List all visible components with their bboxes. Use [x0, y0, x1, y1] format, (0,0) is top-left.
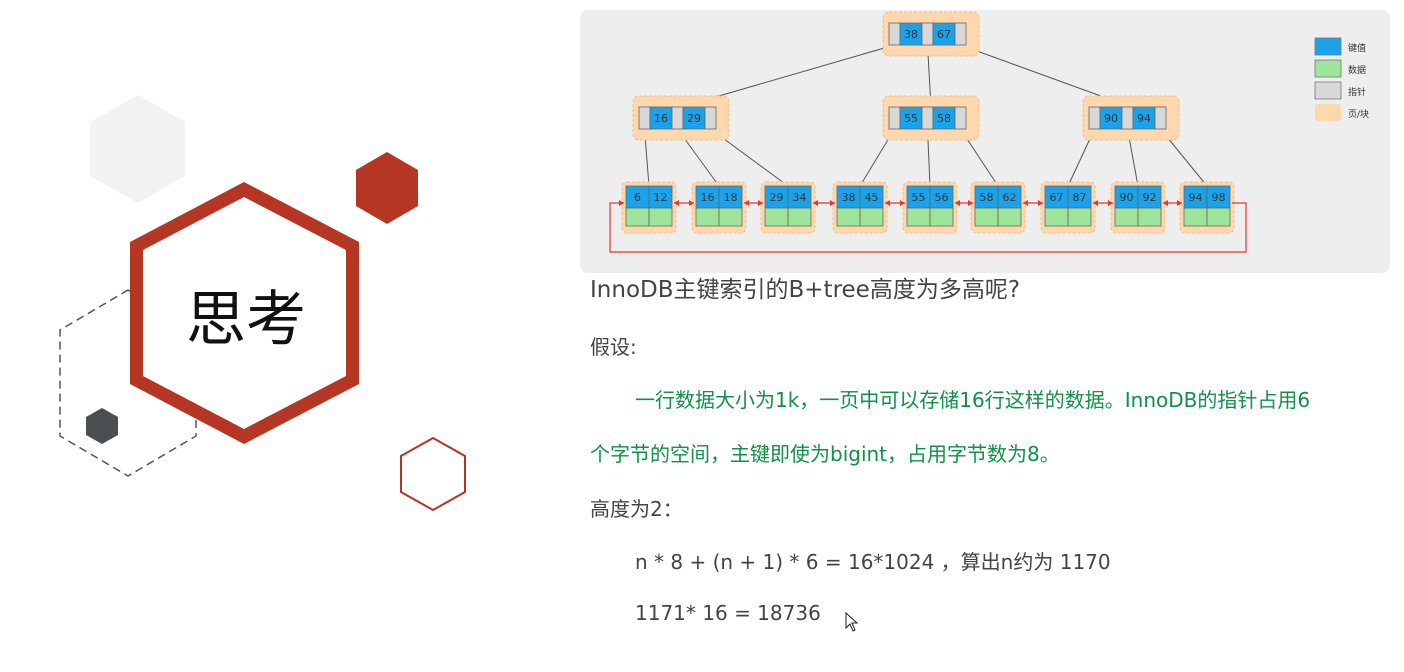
internal-node-3-key-90: 90: [1104, 112, 1118, 125]
root-node-key-67: 67: [937, 28, 951, 41]
internal-node-2-pointer-cell: [921, 106, 934, 130]
leaf-node-5-key-55: 55: [912, 191, 926, 204]
formula-line-1: n * 8 + (n + 1) * 6 = 16*1024 ，算出n约为 117…: [635, 550, 1111, 574]
internal-node-3-pointer-cell: [1154, 106, 1167, 130]
leaf-node-3-key-34: 34: [793, 191, 807, 204]
legend-label: 指针: [1348, 86, 1366, 98]
leaf-link-arrow: [674, 200, 679, 206]
formula-line-2: 1171* 16 = 18736: [635, 601, 821, 625]
leaf-node-9-data-cell: [1183, 207, 1208, 227]
leaf-node-2-data-cell: [695, 207, 720, 227]
leaf-node-2-key-18: 18: [724, 191, 738, 204]
leaf-node-8-data-cell: [1114, 207, 1139, 227]
diagram-background: [580, 10, 1390, 273]
leaf-link-arrow: [758, 200, 763, 206]
legend-swatch: [1314, 81, 1342, 100]
root-node-pointer-cell: [921, 22, 934, 46]
internal-node-1-pointer-cell: [638, 106, 651, 130]
internal-node-3-pointer-cell: [1088, 106, 1101, 130]
root-node-key-38: 38: [904, 28, 918, 41]
main-hexagon-inner: [143, 197, 346, 429]
leaf-node-6-key-62: 62: [1003, 191, 1017, 204]
cover-title: 思考: [186, 285, 306, 355]
leaf-node-1-data-cell: [625, 207, 650, 227]
leaf-node-8-data-cell: [1137, 207, 1162, 227]
legend-label: 键值: [1348, 42, 1366, 54]
internal-node-1-key-29: 29: [687, 112, 701, 125]
leaf-link-arrow: [1163, 200, 1168, 206]
leaf-node-9-key-94: 94: [1189, 191, 1203, 204]
leaf-node-6-data-cell: [997, 207, 1022, 227]
leaf-link-arrow: [968, 200, 973, 206]
leaf-link-arrow: [1023, 200, 1028, 206]
internal-node-3-key-94: 94: [1137, 112, 1151, 125]
leaf-node-5-data-cell: [929, 207, 954, 227]
root-node-pointer-cell: [954, 22, 967, 46]
internal-node-2-pointer-cell: [954, 106, 967, 130]
assume-line-1: 一行数据大小为1k，一页中可以存储16行这样的数据。InnoDB的指针占用6: [635, 388, 1311, 412]
leaf-node-3-key-29: 29: [770, 191, 784, 204]
leaf-node-3-data-cell: [764, 207, 789, 227]
outline-red-hexagon: [400, 436, 466, 512]
leaf-node-7-key-67: 67: [1050, 191, 1064, 204]
leaf-link-arrow: [689, 200, 694, 206]
root-node-pointer-cell: [888, 22, 901, 46]
assume-line-2: 个字节的空间，主键即使为bigint，占用字节数为8。: [590, 442, 1060, 466]
dark-small-hexagon: [86, 408, 118, 444]
assume-label: 假设:: [590, 335, 637, 359]
leaf-node-7-data-cell: [1044, 207, 1069, 227]
leaf-node-1-data-cell: [648, 207, 673, 227]
leaf-node-1-key-12: 12: [654, 191, 668, 204]
mouse-cursor-icon: [845, 612, 859, 632]
leaf-link-arrow: [900, 200, 905, 206]
leaf-node-8-key-92: 92: [1143, 191, 1157, 204]
internal-node-2-key-58: 58: [937, 112, 951, 125]
legend-swatch: [1315, 104, 1341, 121]
internal-node-2-key-55: 55: [904, 112, 918, 125]
leaf-node-9-data-cell: [1206, 207, 1231, 227]
leaf-link-arrow: [955, 200, 960, 206]
leaf-link-arrow: [1093, 200, 1098, 206]
leaf-node-4-data-cell: [836, 207, 861, 227]
leaf-link-arrow: [1108, 200, 1113, 206]
leaf-node-6-key-58: 58: [980, 191, 994, 204]
legend-label: 数据: [1348, 64, 1366, 76]
leaf-node-1-key-6: 6: [634, 191, 641, 204]
internal-node-2-pointer-cell: [888, 106, 901, 130]
height-label: 高度为2：: [590, 497, 683, 521]
leaf-wrap-link: [609, 202, 1247, 253]
legend-swatch: [1314, 59, 1342, 78]
leaf-node-7-data-cell: [1067, 207, 1092, 227]
leaf-link-arrow: [830, 200, 835, 206]
red-small-hexagon: [356, 152, 418, 224]
legend-label: 页/块: [1348, 108, 1369, 120]
leaf-node-4-data-cell: [859, 207, 884, 227]
leaf-link-arrow: [1038, 200, 1043, 206]
leaf-node-5-data-cell: [906, 207, 931, 227]
leaf-link-arrow: [1177, 200, 1182, 206]
leaf-node-8-key-90: 90: [1120, 191, 1134, 204]
cover-decoration: 思考: [59, 95, 466, 512]
legend-swatch: [1314, 37, 1342, 56]
leaf-link-arrow: [813, 200, 818, 206]
leaf-link-arrow: [619, 200, 624, 206]
leaf-node-4-key-38: 38: [842, 191, 856, 204]
leaf-node-6-data-cell: [974, 207, 999, 227]
leaf-node-9-key-98: 98: [1212, 191, 1226, 204]
leaf-node-7-key-87: 87: [1073, 191, 1087, 204]
internal-node-1-pointer-cell: [671, 106, 684, 130]
internal-node-3-pointer-cell: [1121, 106, 1134, 130]
question-text: InnoDB主键索引的B+tree高度为多高呢?: [590, 277, 1021, 303]
leaf-node-5-key-56: 56: [935, 191, 949, 204]
leaf-link-arrow: [744, 200, 749, 206]
leaf-node-2-key-16: 16: [701, 191, 715, 204]
leaf-link-arrow: [885, 200, 890, 206]
bplus-tree-diagram: 38 67 16 29 55 58 90 94 6 12 16 18 29 34 38 45 55 56 58 62 6…: [580, 10, 1390, 273]
leaf-node-2-data-cell: [718, 207, 743, 227]
leaf-node-4-key-45: 45: [865, 191, 879, 204]
internal-node-1-pointer-cell: [704, 106, 717, 130]
leaf-node-3-data-cell: [787, 207, 812, 227]
internal-node-1-key-16: 16: [654, 112, 668, 125]
light-hexagon: [90, 95, 185, 203]
